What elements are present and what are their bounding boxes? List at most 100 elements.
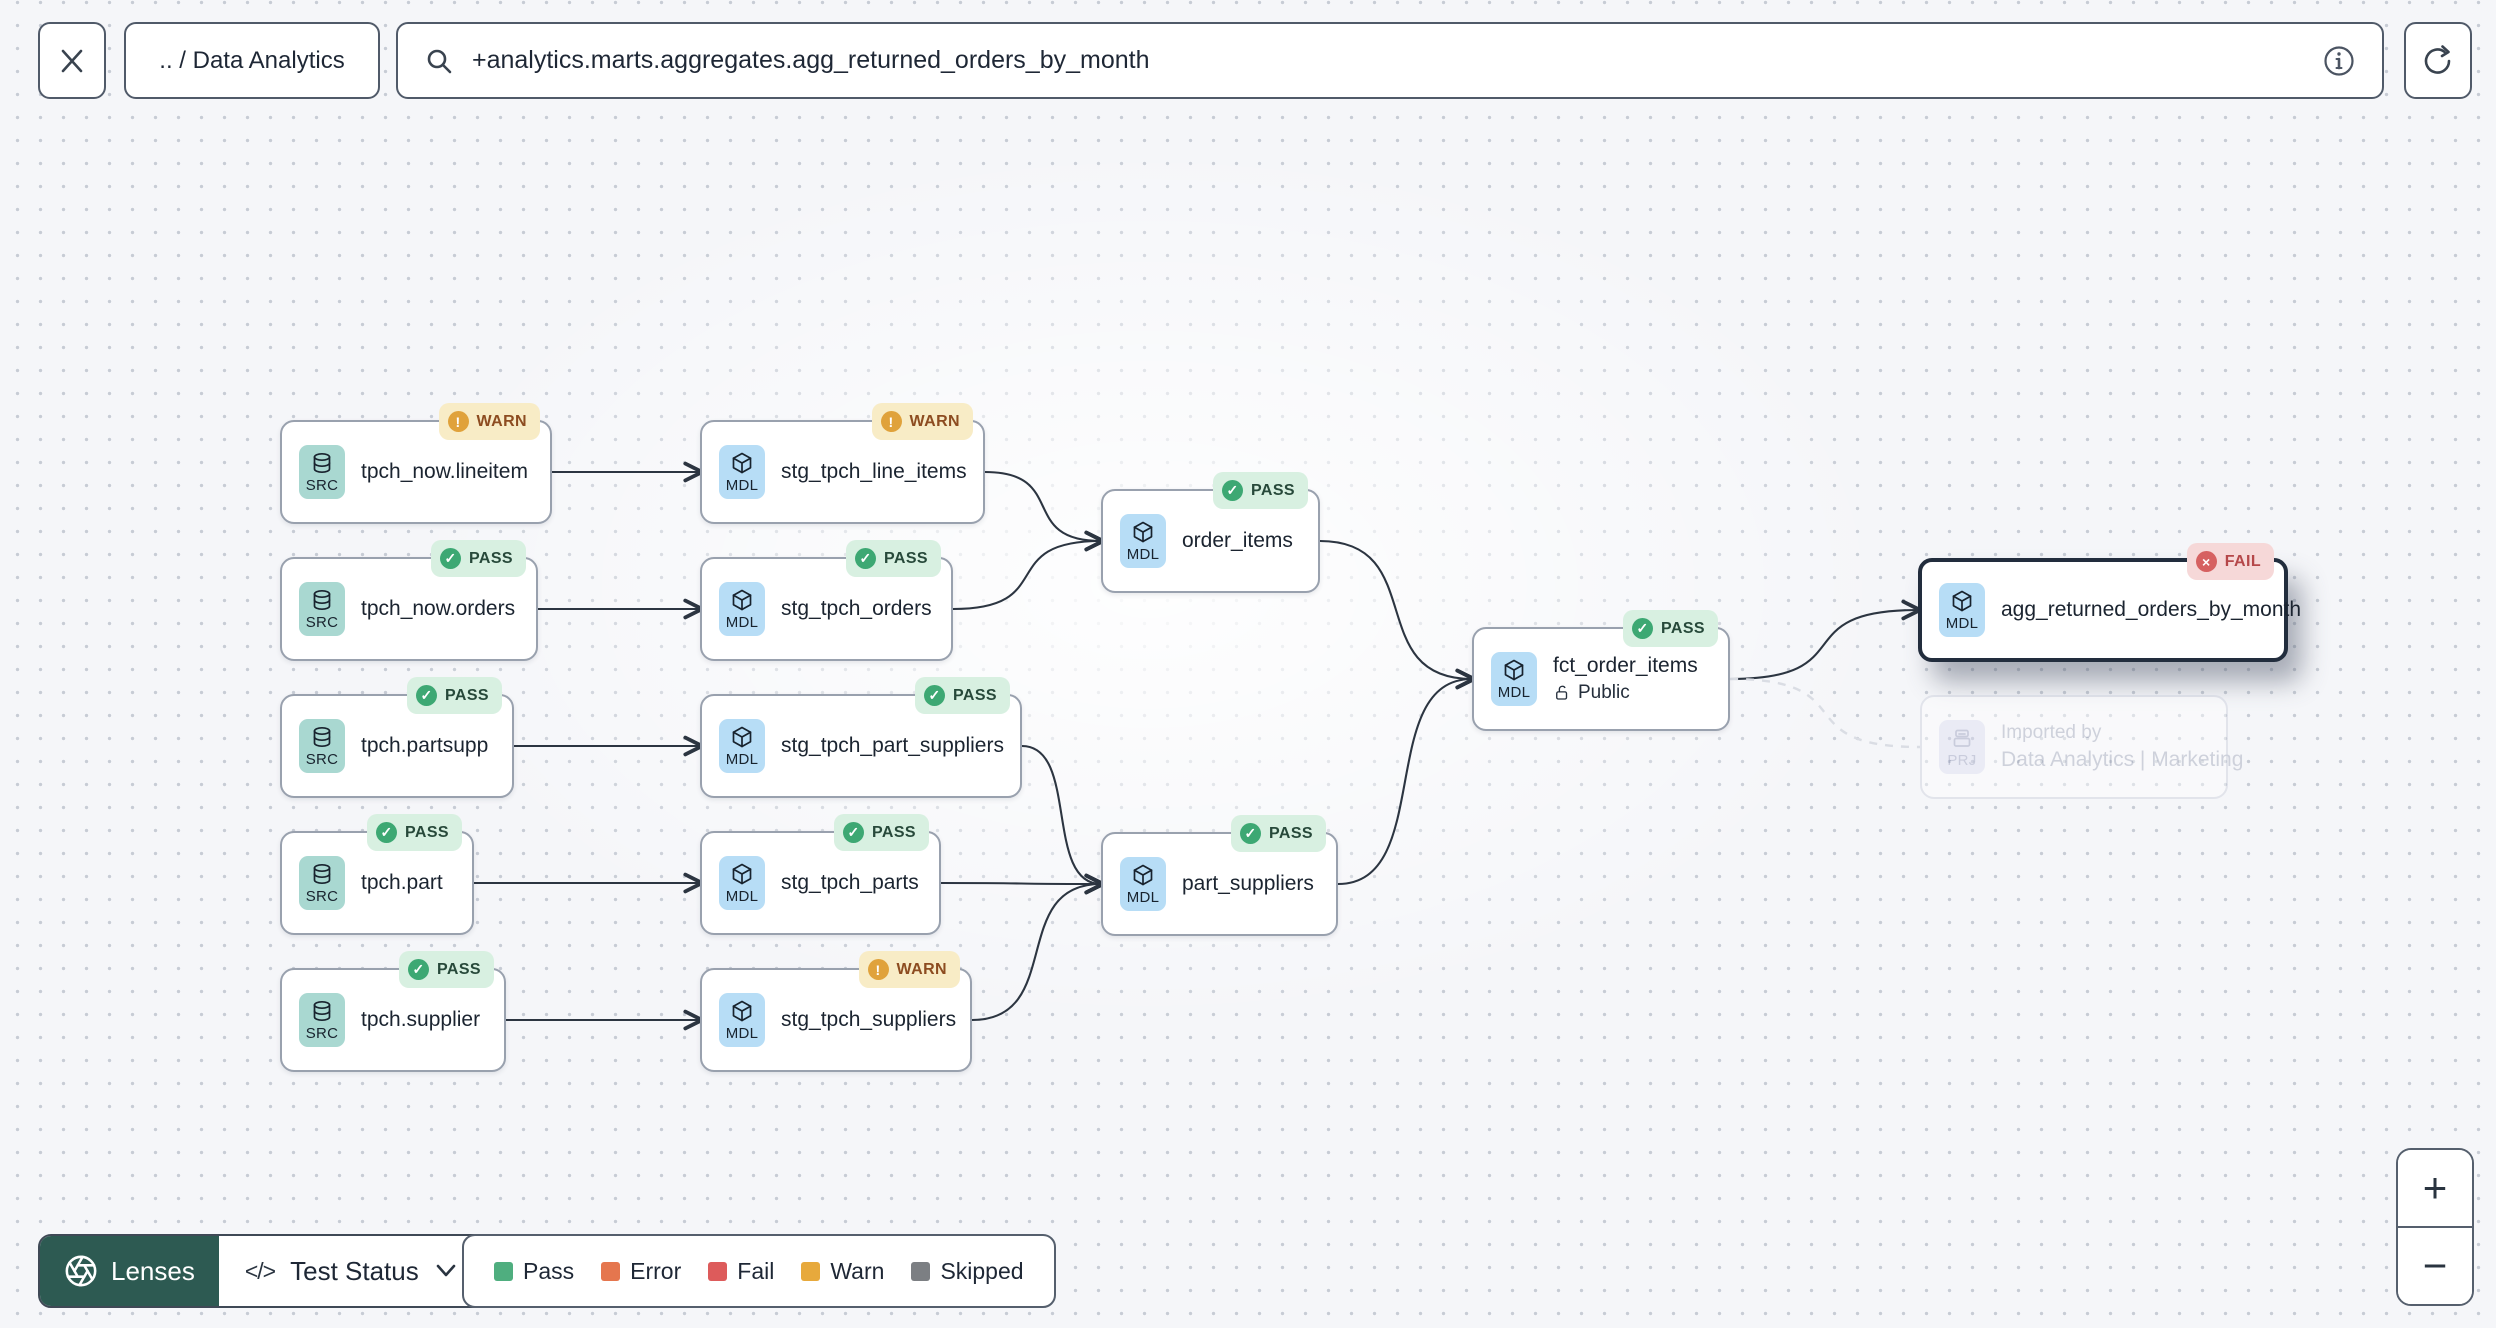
node-labels: stg_tpch_line_items (781, 460, 967, 484)
legend-label: Pass (523, 1257, 575, 1284)
chevron-down-icon (436, 1264, 456, 1277)
close-button[interactable] (38, 22, 106, 99)
resource-type-label: SRC (305, 750, 339, 768)
lens-selected-label: Test Status (290, 1255, 419, 1286)
graph-node-stg_line_items[interactable]: !WARN MDL stg_tpch_line_items (700, 403, 985, 524)
status-badge-pass: ✓PASS (1213, 472, 1308, 509)
node-labels: order_items (1182, 529, 1293, 553)
graph-node-stg_orders[interactable]: ✓PASS MDL stg_tpch_orders (700, 540, 953, 661)
node-labels: tpch_now.orders (361, 597, 515, 621)
refresh-button[interactable] (2404, 22, 2472, 99)
edge-part_suppliers-to-fct_order_items (1337, 668, 1476, 886)
resource-type-label: SRC (305, 1024, 339, 1042)
resource-type-tile: MDL (719, 445, 765, 499)
edge-stg_part_suppliers-to-part_suppliers (1021, 744, 1105, 895)
top-toolbar: .. / Data Analytics (0, 0, 2496, 130)
resource-type-label: SRC (305, 613, 339, 631)
fail-status-icon: × (2195, 551, 2217, 572)
node-labels: stg_tpch_part_suppliers (781, 734, 1004, 758)
resource-type-tile: MDL (719, 993, 765, 1047)
node-label: agg_returned_orders_by_month (2001, 598, 2302, 621)
status-badge-warn: !WARN (858, 951, 960, 988)
resource-type-label: SRC (305, 887, 339, 905)
cube-icon (732, 452, 752, 473)
search-bar[interactable] (396, 22, 2384, 99)
pass-status-icon: ✓ (1240, 823, 1262, 844)
graph-node-stg_suppliers[interactable]: !WARN MDL stg_tpch_suppliers (700, 951, 972, 1072)
node-label: tpch_now.orders (361, 597, 516, 620)
resource-type-label: SRC (305, 476, 339, 494)
pass-status-icon: ✓ (408, 959, 430, 980)
node-label: tpch_now.lineitem (361, 460, 528, 483)
resource-type-tile: SRC (299, 856, 345, 910)
node-label: tpch.part (361, 871, 443, 894)
resource-type-label: MDL (1945, 614, 1979, 632)
pass-status-icon: ✓ (1632, 618, 1654, 639)
cube-icon (1133, 521, 1153, 542)
pass-status-icon: ✓ (855, 548, 877, 569)
resource-type-tile: PRJ (1939, 720, 1985, 774)
node-labels: stg_tpch_parts (781, 871, 919, 895)
resource-type-tile: MDL (719, 856, 765, 910)
status-badge-pass: ✓PASS (431, 540, 526, 577)
database-icon (313, 452, 331, 473)
zoom-out-button[interactable]: − (2398, 1228, 2472, 1304)
status-badge-pass: ✓PASS (399, 951, 494, 988)
code-icon: </> (244, 1257, 276, 1284)
edge-stg_orders-to-order_items (952, 530, 1105, 611)
legend-item-warn: Warn (801, 1258, 884, 1285)
resource-type-label: MDL (725, 750, 759, 768)
node-labels: stg_tpch_orders (781, 597, 932, 621)
legend-item-pass: Pass (494, 1258, 574, 1285)
warn-status-icon: ! (447, 411, 469, 432)
status-badge-pass: ✓PASS (915, 677, 1010, 714)
node-label: tpch.partsupp (361, 734, 489, 757)
resource-type-label: MDL (725, 613, 759, 631)
graph-node-src_orders[interactable]: ✓PASS SRC tpch_now.orders (280, 540, 538, 661)
node-access-label: Public (1553, 682, 1698, 704)
cube-icon (732, 1000, 752, 1021)
status-badge-pass: ✓PASS (1231, 815, 1326, 852)
resource-type-tile: SRC (299, 719, 345, 773)
breadcrumb[interactable]: .. / Data Analytics (124, 22, 380, 99)
pass-status-icon: ✓ (416, 685, 438, 706)
graph-node-stg_part_suppliers[interactable]: ✓PASS MDL stg_tpch_part_suppliers (700, 677, 1022, 798)
lenses-button[interactable]: Lenses (40, 1236, 219, 1306)
pass-status-icon: ✓ (924, 685, 946, 706)
unlock-icon (1556, 685, 1568, 700)
search-input[interactable] (472, 46, 2304, 75)
database-icon (313, 1000, 331, 1021)
info-icon[interactable] (2322, 44, 2356, 78)
node-labels: tpch.supplier (361, 1008, 480, 1032)
zoom-in-button[interactable]: + (2398, 1150, 2472, 1226)
node-label: stg_tpch_orders (781, 597, 932, 620)
node-label: stg_tpch_parts (781, 871, 919, 894)
resource-type-tile: MDL (719, 582, 765, 636)
lens-selector[interactable]: </> Test Status (219, 1236, 484, 1306)
node-label: stg_tpch_suppliers (781, 1008, 957, 1031)
graph-node-src_supplier[interactable]: ✓PASS SRC tpch.supplier (280, 951, 506, 1072)
legend-label: Skipped (940, 1257, 1024, 1284)
node-label: fct_order_items (1553, 654, 1698, 677)
status-badge-warn: !WARN (871, 403, 973, 440)
status-badge-pass: ✓PASS (846, 540, 941, 577)
search-icon (427, 49, 452, 73)
pass-status-icon: ✓ (1222, 480, 1244, 501)
node-label: stg_tpch_part_suppliers (781, 734, 1004, 757)
zoom-controls: + − (2396, 1148, 2474, 1306)
node-labels: part_suppliers (1182, 872, 1314, 896)
